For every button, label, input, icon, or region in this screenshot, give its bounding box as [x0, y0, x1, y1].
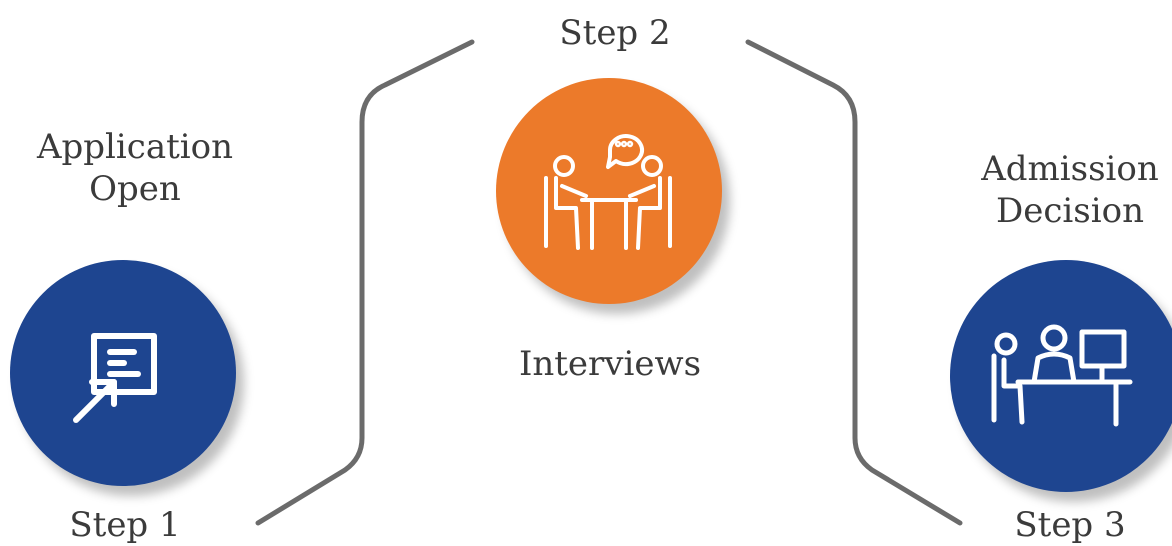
interview-table-icon [544, 134, 672, 250]
desk-computer-icon [991, 324, 1133, 427]
application-form-icon [73, 333, 157, 423]
step-1-title-line1: Application [36, 127, 234, 167]
step-1-circle [10, 260, 236, 486]
step-3-title: Admission Decision [955, 148, 1172, 232]
step-2-label: Step 2 [559, 13, 671, 53]
step-3-circle [950, 260, 1172, 492]
step-2-circle [496, 78, 722, 304]
step-2-title: Interviews [518, 344, 702, 384]
step-1-title: Application Open [30, 126, 240, 210]
step-3-title-line1: Admission [981, 149, 1159, 189]
step-3-title-line2: Decision [996, 191, 1144, 231]
step-1-title-line2: Open [89, 169, 181, 209]
step-1-label: Step 1 [69, 505, 181, 545]
step-3-label: Step 3 [1014, 505, 1126, 545]
